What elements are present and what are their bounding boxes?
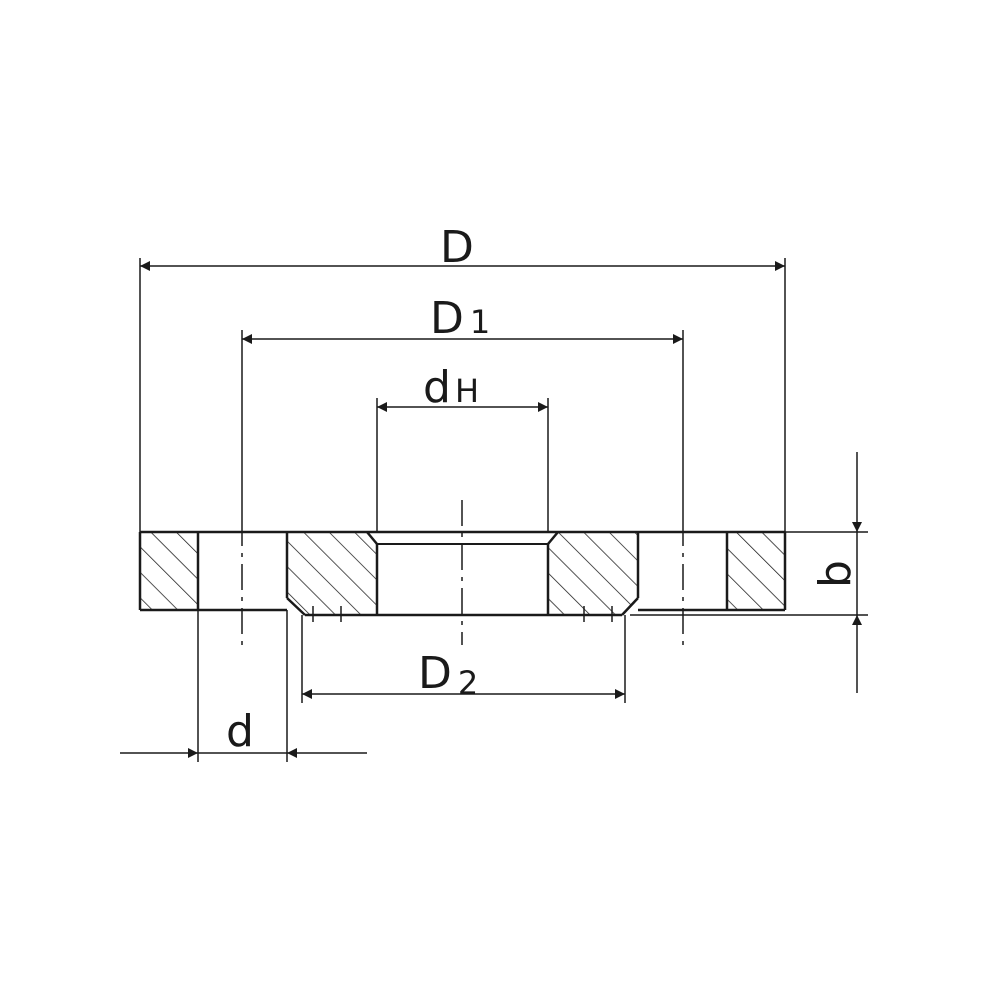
centerlines bbox=[241, 500, 684, 645]
label-dH-symbol: d bbox=[423, 362, 451, 413]
chamfer-right bbox=[621, 597, 639, 616]
chamfer-left bbox=[286, 597, 306, 616]
flange-section bbox=[138, 530, 787, 622]
extension-lines bbox=[139, 258, 868, 762]
hatch-left-outer bbox=[140, 532, 198, 610]
label-D2-subscript: 2 bbox=[458, 664, 478, 702]
label-b: b bbox=[810, 560, 861, 588]
label-D: D bbox=[440, 222, 474, 273]
hatch-right-outer bbox=[727, 532, 785, 610]
label-D1-subscript: 1 bbox=[470, 303, 490, 341]
label-D2-symbol: D bbox=[418, 648, 452, 699]
hatch-left-inner bbox=[287, 532, 377, 615]
label-dH-subscript: H bbox=[455, 372, 479, 410]
dimension-lines bbox=[120, 261, 862, 758]
face-ticks bbox=[312, 606, 613, 622]
hatch-right-inner bbox=[548, 532, 638, 615]
bore-chamfer-left bbox=[366, 531, 378, 545]
label-D1-symbol: D bbox=[430, 293, 464, 344]
label-d: d bbox=[226, 706, 254, 757]
bore-chamfer-right bbox=[547, 531, 559, 545]
